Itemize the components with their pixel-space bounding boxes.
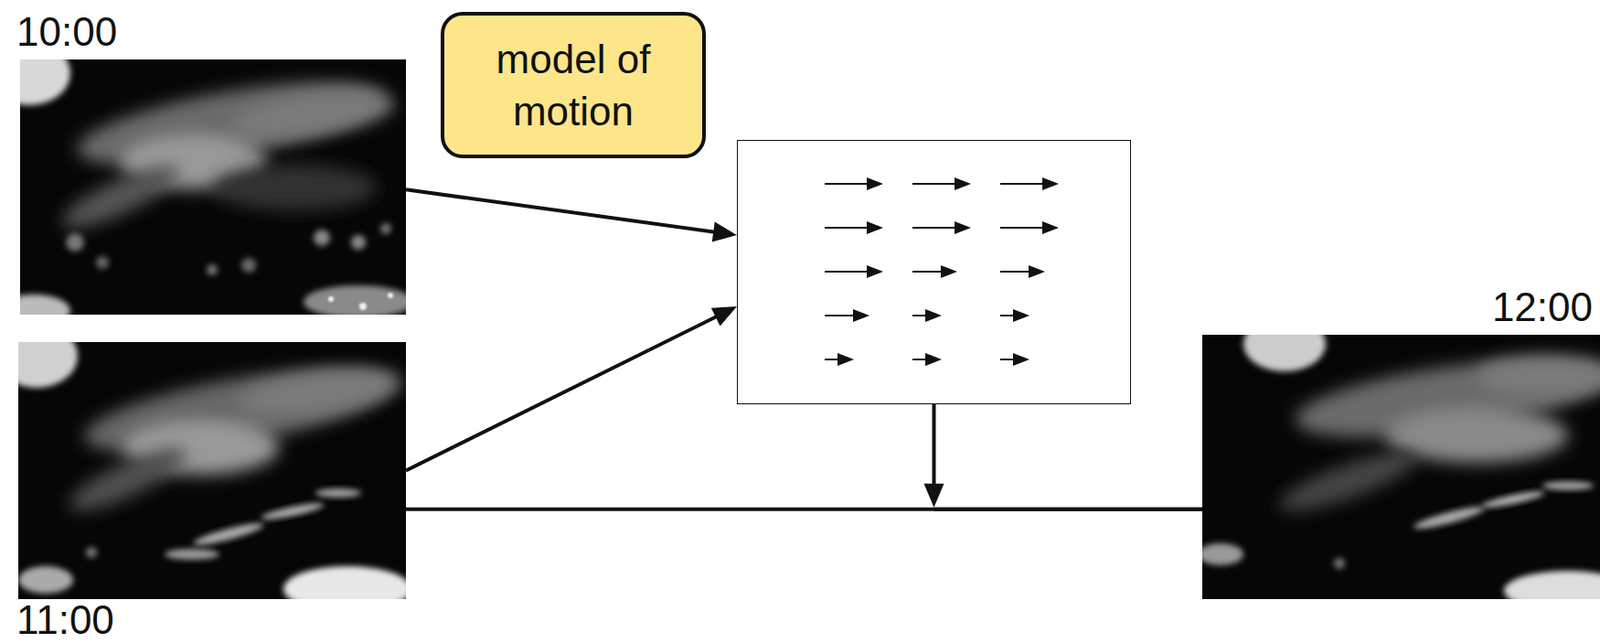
motion-vector-head [1042,221,1059,235]
cloud [1274,440,1424,523]
callout-box: model of motion [440,11,706,159]
cloud [85,546,97,558]
motion-vector [824,226,871,229]
label-holder: 10:00 [16,11,118,53]
motion-vector-head [853,309,870,322]
cloud [206,264,218,276]
cloud [313,229,331,246]
motion-vector [1000,270,1033,273]
cloud [1542,480,1594,491]
cloud [1333,557,1345,569]
motion-vectors [824,177,1059,366]
motion-vector-head [954,221,971,235]
motion-vector-head [940,265,958,278]
cloud [328,296,334,302]
cloud [303,285,406,315]
cloud [359,302,367,310]
satellite-picture [20,59,406,315]
cloud [1476,355,1600,396]
motion-vector [1000,226,1046,229]
cloud [192,519,266,549]
motion-vector [912,182,959,185]
text-stack: model of motion [460,32,686,138]
cloud [1243,334,1326,372]
box-text: model of motion [460,32,686,138]
connector [405,189,737,242]
cloud [241,257,256,273]
image-ground [18,341,406,599]
connector [924,404,1204,510]
satellite-picture [1202,334,1600,599]
motion-vector [1000,182,1046,185]
cloud [228,83,397,147]
time-stamp: 12:00 [1492,287,1593,328]
motion-vector-head [866,221,884,235]
label-holder: 11:00 [16,599,115,640]
cloud [164,548,220,560]
satellite-image: 12:00 [1202,334,1600,599]
motion-vector [912,226,959,229]
cloud [380,223,392,235]
motion-vector-head [1013,352,1030,366]
satellite-image: 10:00 [20,59,406,315]
cloud [283,565,406,599]
cloud [1412,502,1486,533]
motion-vector-head [954,177,971,191]
motion-vector [824,270,871,273]
arrow-head [712,222,737,243]
cloud [212,164,377,211]
label-holder: 12:00 [1492,287,1593,328]
arrow-head [924,483,945,508]
motion-vector-head [1028,265,1046,278]
cloud [235,361,405,425]
cloud [351,234,366,250]
cloud [18,341,78,388]
cloud [1202,543,1244,566]
cloud [55,154,186,239]
arrow-head [711,306,737,326]
motion-vector-head [1013,309,1030,322]
motion-vector [824,314,857,317]
connector-line [934,404,1204,510]
motion-vector-head [925,352,942,366]
motion-vector-head [925,309,942,322]
motion-vector-head [837,352,854,366]
time-stamp: 11:00 [16,599,115,640]
cloud [315,488,362,498]
cloud [1481,488,1547,511]
cloud [96,256,109,269]
cloud [20,59,71,106]
motion-vector [824,182,871,185]
cloud [18,565,74,594]
satellite-image: 11:00 [18,341,406,599]
cloud [65,233,85,252]
connector-line [405,314,720,470]
cloud [387,292,394,299]
motion-vector [912,270,945,273]
cloud [260,500,326,523]
connector [405,306,737,470]
image-ground [20,59,406,315]
motion-field-box [736,139,1131,405]
cloud [20,294,71,315]
connector-line [405,189,718,233]
cloud [1504,570,1600,599]
motion-vector-head [1042,177,1059,191]
motion-vector-head [866,265,884,278]
cloud [63,437,193,522]
time-stamp: 10:00 [16,11,118,53]
motion-vector-head [866,177,884,191]
satellite-picture [18,341,406,599]
motion-field-ground [736,139,1131,405]
